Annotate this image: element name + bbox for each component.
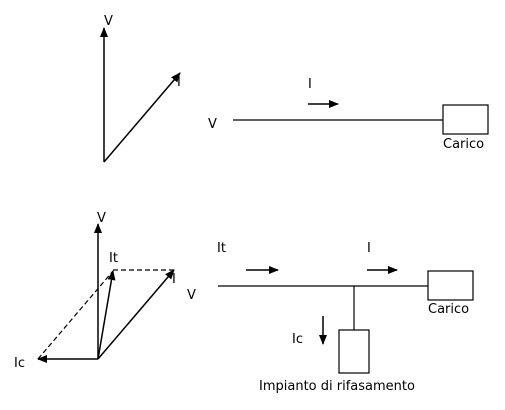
bottom-circuit xyxy=(218,266,474,374)
bottom-load-current-phasor xyxy=(97,269,175,360)
bottom-total-current-phasor xyxy=(97,270,116,360)
compensation-box xyxy=(338,329,370,374)
bottom-load-box xyxy=(427,270,474,301)
bottom-phasor-diagram xyxy=(37,223,175,363)
bottom-total-current-phasor-label: It xyxy=(109,251,118,266)
bottom-load-current-label: I xyxy=(367,241,371,256)
bottom-load-label: Carico xyxy=(428,302,469,317)
top-voltage-phasor-label: V xyxy=(104,14,113,29)
top-circuit xyxy=(233,100,489,135)
bottom-total-current-label: It xyxy=(217,241,226,256)
bottom-load-current-phasor-label: I xyxy=(172,272,176,287)
bottom-voltage-label: V xyxy=(187,288,196,303)
top-voltage-label: V xyxy=(208,117,217,132)
top-phasor-diagram xyxy=(100,27,181,163)
bottom-dashed-parallel xyxy=(37,270,114,360)
top-current-phasor xyxy=(103,72,181,163)
bottom-capacitor-current-phasor-label: Ic xyxy=(14,356,25,371)
top-current-phasor-label: I xyxy=(177,75,181,90)
capacitor-current-label: Ic xyxy=(292,332,303,347)
bottom-voltage-phasor-label: V xyxy=(97,211,106,226)
compensation-label: Impianto di rifasamento xyxy=(259,379,415,394)
top-load-label: Carico xyxy=(443,137,484,152)
top-load-box xyxy=(442,104,489,135)
top-current-label: I xyxy=(308,77,312,92)
